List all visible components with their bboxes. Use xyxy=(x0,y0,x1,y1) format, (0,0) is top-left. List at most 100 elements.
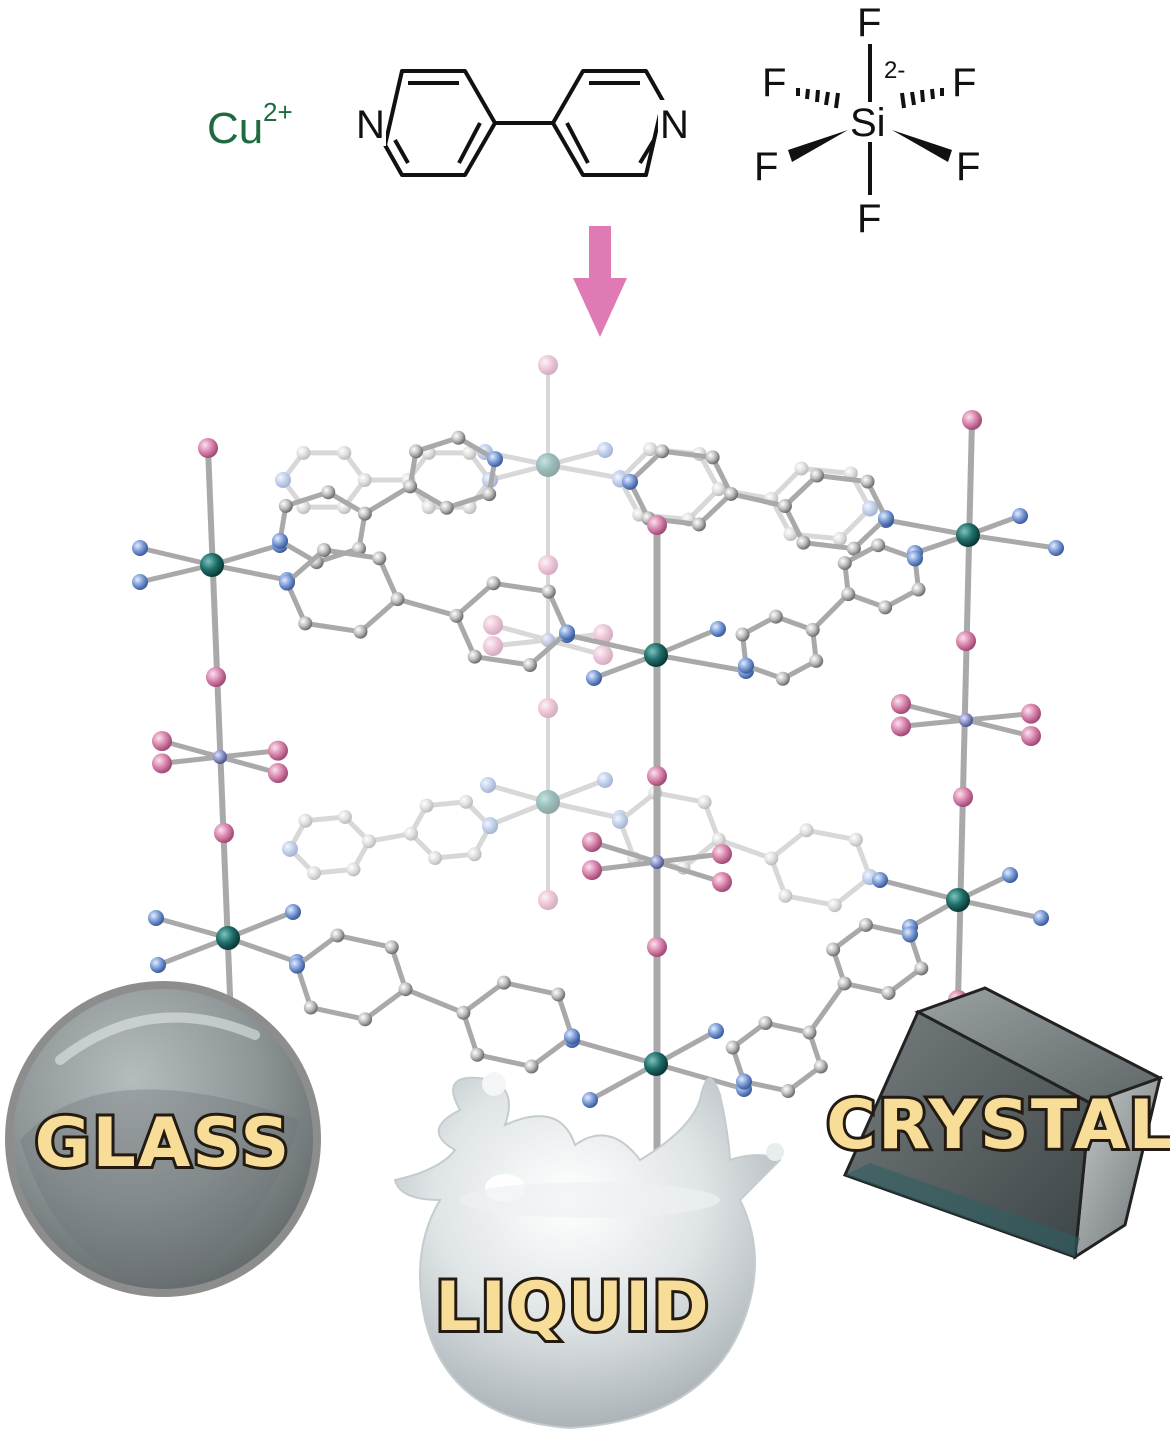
f-atom xyxy=(1021,703,1041,724)
c-atom xyxy=(358,1012,373,1027)
liquid-splash xyxy=(393,1072,784,1430)
bond xyxy=(362,483,413,517)
f-atom xyxy=(538,555,558,575)
c-atom xyxy=(796,535,811,550)
n-atom xyxy=(902,926,918,943)
c-atom xyxy=(462,445,477,460)
n-right-mask xyxy=(658,100,692,146)
bond xyxy=(653,652,749,674)
n-atom xyxy=(1002,867,1018,883)
c-atom xyxy=(404,826,419,841)
f-atom xyxy=(712,844,732,864)
c-atom xyxy=(421,500,436,515)
crystal-cube xyxy=(842,986,1164,1260)
liquid-label: LIQUID xyxy=(435,1268,710,1347)
bond xyxy=(963,717,1034,739)
glass-label: GLASS xyxy=(35,1104,292,1183)
c-atom xyxy=(298,813,313,828)
c-atom xyxy=(837,976,852,991)
f-atom xyxy=(268,763,288,783)
bond xyxy=(366,831,414,844)
n-atom xyxy=(597,772,613,788)
si-atom xyxy=(959,713,973,727)
f-atom xyxy=(593,645,613,665)
c-atom xyxy=(705,450,720,465)
n-atom xyxy=(907,550,923,567)
back-column xyxy=(275,355,878,913)
n-atom xyxy=(480,777,496,793)
f-atom xyxy=(152,753,172,774)
n-atom xyxy=(872,872,888,888)
bond xyxy=(728,491,788,509)
fluorine-upper-right-label: F xyxy=(952,61,976,105)
n-atom xyxy=(736,1073,752,1090)
bond xyxy=(472,654,533,668)
f-atom xyxy=(582,860,602,880)
bond xyxy=(159,738,223,760)
f-atom xyxy=(214,823,234,843)
front-column xyxy=(279,515,929,1182)
c-atom xyxy=(278,498,293,513)
c-atom xyxy=(802,1025,817,1040)
copper-symbol: Cu xyxy=(207,104,263,153)
f-atom xyxy=(538,698,558,718)
c-atom xyxy=(735,627,750,642)
c-atom xyxy=(357,473,372,487)
f-atom xyxy=(956,631,976,651)
c-atom xyxy=(778,888,793,903)
c-atom xyxy=(711,832,726,847)
c-atom xyxy=(470,1047,485,1062)
c-atom xyxy=(353,624,368,639)
bond xyxy=(686,486,722,522)
n-atom xyxy=(487,451,503,468)
bond xyxy=(153,915,231,941)
bond xyxy=(407,483,450,511)
c-atom xyxy=(848,832,863,847)
n-atom xyxy=(862,500,878,517)
c-atom xyxy=(841,587,856,602)
c-atom xyxy=(725,1040,740,1055)
f-atom xyxy=(206,667,226,687)
f-atom xyxy=(268,740,288,761)
n-atom xyxy=(285,904,301,920)
c-atom xyxy=(881,985,896,1000)
c-atom xyxy=(643,442,658,457)
f-atom xyxy=(647,515,667,535)
bond xyxy=(782,893,838,908)
f-atom xyxy=(712,872,732,892)
n-atom xyxy=(586,670,602,686)
c-atom xyxy=(794,461,809,476)
f-atom xyxy=(152,731,172,751)
f-atom xyxy=(891,716,911,737)
c-atom xyxy=(724,486,739,501)
c-atom xyxy=(458,794,473,809)
n-atom xyxy=(132,574,148,590)
bond xyxy=(283,489,331,509)
n-atom xyxy=(150,957,166,973)
right-pyridine-ring xyxy=(551,69,665,177)
bond xyxy=(413,435,461,454)
bond xyxy=(545,462,623,481)
c-atom xyxy=(372,551,387,566)
c-atom xyxy=(837,556,852,571)
c-atom xyxy=(361,834,376,849)
bond xyxy=(955,897,1044,921)
n-atom xyxy=(279,574,295,591)
c-atom xyxy=(330,928,345,943)
bond xyxy=(569,1037,659,1067)
f-atom xyxy=(962,410,982,430)
c-atom xyxy=(768,609,783,624)
bond xyxy=(395,596,459,619)
c-atom xyxy=(398,982,413,997)
bond xyxy=(444,491,492,511)
c-atom xyxy=(781,1084,796,1099)
bond xyxy=(376,555,401,602)
c-atom xyxy=(783,527,798,542)
bond xyxy=(321,547,382,561)
bond xyxy=(453,580,497,619)
c-atom xyxy=(911,582,926,597)
c-atom xyxy=(321,485,336,500)
cu-atom xyxy=(946,888,970,912)
copper-charge: 2+ xyxy=(263,97,293,127)
bond xyxy=(155,935,231,968)
